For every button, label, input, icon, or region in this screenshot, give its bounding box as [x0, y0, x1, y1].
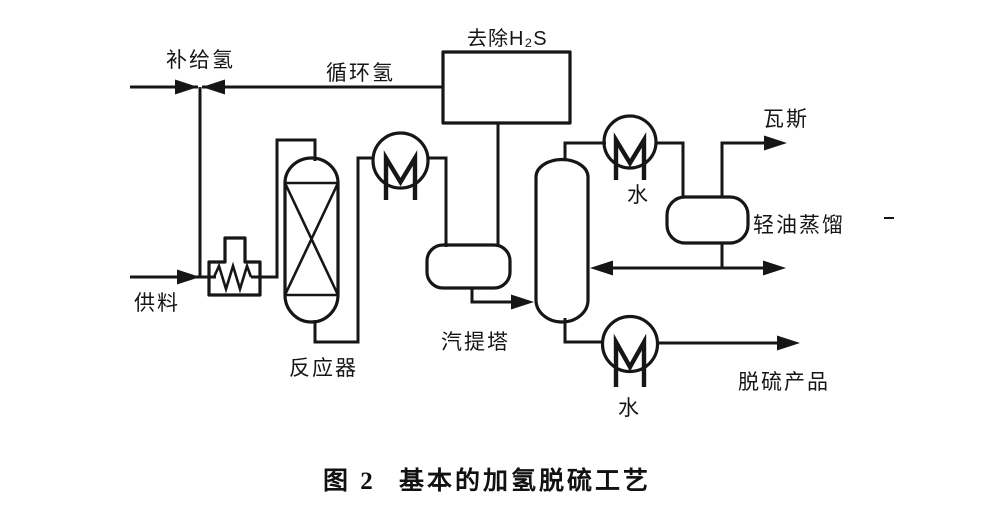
cooling-water-bottom-label: 水: [618, 397, 641, 420]
light-oil-distillation-label: 轻油蒸馏: [753, 214, 845, 237]
stripper-overhead-line: [563, 141, 606, 159]
cooler-m-icon: [613, 333, 647, 387]
drum-to-stripper-line: [470, 288, 513, 304]
arrow-right-icon: [763, 260, 786, 276]
reflux-drum-section: 轻油蒸馏 瓦斯: [590, 108, 845, 276]
stripper-bottoms-line: [563, 318, 604, 344]
stripper-label: 汽提塔: [441, 331, 510, 354]
arrow-right-icon: [177, 269, 200, 285]
gas-line: [720, 141, 766, 198]
cooler-m-icon: [613, 132, 647, 180]
reactor-inlet-line: [251, 138, 317, 279]
stripper-section: 汽提塔: [441, 141, 606, 354]
desulfurized-product-label: 脱硫产品: [738, 371, 830, 394]
reactor-outlet-line: [313, 156, 374, 344]
stripper-column: [534, 157, 590, 324]
reflux-drum: [665, 195, 750, 245]
arrow-left-icon: [202, 79, 225, 95]
h2s-removal-unit: 去除H₂S: [441, 27, 572, 247]
caption-figure-number: 图 2: [323, 468, 376, 495]
h2s-removal-box: [441, 50, 572, 125]
cooler-to-drum-line: [427, 156, 448, 247]
effluent-cooler: [371, 131, 448, 247]
feed-label: 供料: [134, 292, 180, 315]
catalyst-bed-cross-line: [283, 182, 340, 296]
cooler-to-reflux-drum-line: [656, 141, 685, 198]
arrow-right-icon: [764, 135, 787, 151]
separator-drum: [425, 243, 512, 290]
makeup-hydrogen-label: 补给氢: [166, 49, 235, 72]
arrow-right-icon: [511, 294, 534, 310]
cooler-m-icon: [383, 150, 418, 200]
overhead-cooler: 水: [602, 114, 685, 207]
cooling-water-top-label: 水: [627, 184, 650, 207]
arrow-right-icon: [175, 79, 198, 95]
caption-title: 基本的加氢脱硫工艺: [399, 466, 651, 495]
feed-furnace-section: 供料: [130, 138, 317, 315]
gas-label: 瓦斯: [763, 108, 809, 131]
h2s-removal-label: 去除H₂S: [467, 27, 548, 50]
separator-drum-section: [425, 243, 534, 310]
reactor-label: 反应器: [289, 357, 358, 380]
figure-caption: 图 2 基本的加氢脱硫工艺: [323, 466, 651, 495]
arrow-right-icon: [777, 335, 800, 351]
arrow-left-icon: [590, 260, 613, 276]
furnace-coil-icon: [212, 261, 253, 294]
cooler-circle-icon: [371, 131, 430, 190]
hydrogen-header-section: 补给氢 循环氢: [130, 49, 443, 277]
recycle-hydrogen-label: 循环氢: [326, 62, 395, 85]
product-cooler: 水 脱硫产品: [600, 314, 830, 420]
reactor-section: 反应器: [283, 156, 374, 380]
furnace-symbol: [207, 236, 262, 297]
